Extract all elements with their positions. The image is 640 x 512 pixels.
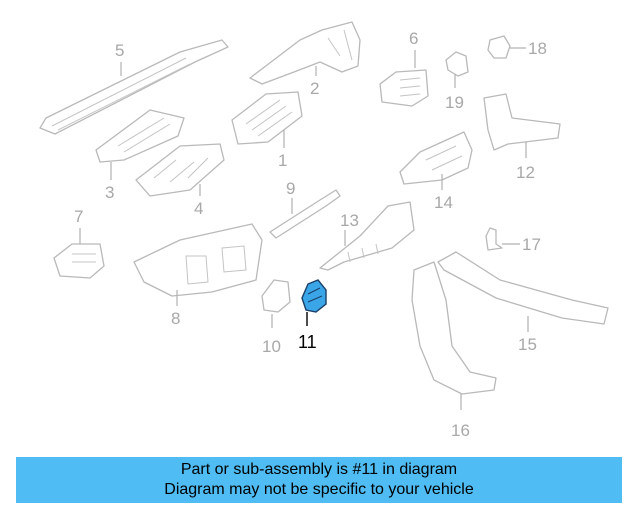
callout-16: 16 [451,421,470,440]
part-1-center-outlet[interactable] [231,91,303,145]
callout-4: 4 [194,199,203,218]
part-10-outlet[interactable] [261,279,291,313]
callout-13: 13 [340,211,359,230]
callout-3: 3 [105,183,114,202]
callout-9: 9 [286,179,295,198]
banner-line-1: Part or sub-assembly is #11 in diagram [180,461,458,478]
part-8-vent-panel[interactable] [133,223,263,297]
callout-15: 15 [518,335,537,354]
callout-11: 11 [298,332,317,352]
part-17-sensor[interactable] [485,227,503,251]
callout-18: 18 [528,39,547,58]
part-4-vent-assembly[interactable] [135,143,225,197]
callout-10: 10 [262,337,281,356]
part-7-side-vent[interactable] [53,243,105,279]
callout-2: 2 [310,79,319,98]
part-19-clip[interactable] [445,51,469,77]
part-9-tube[interactable] [269,189,341,239]
callout-17: 17 [522,235,541,254]
part-5-defroster-nozzle[interactable] [39,39,229,135]
part-15-rear-duct[interactable] [437,251,609,325]
callout-8: 8 [171,309,180,328]
banner-line-2: Diagram may not be specific to your vehi… [164,481,474,498]
part-2-defroster-duct[interactable] [249,21,361,85]
part-12-duct[interactable] [483,93,561,151]
part-16-floor-duct[interactable] [411,261,497,395]
part-14-duct[interactable] [399,131,473,185]
parts-diagram: 5 2 6 19 18 3 1 4 [39,21,609,440]
part-6-side-vent[interactable] [379,69,429,107]
callout-6: 6 [409,29,418,48]
callout-19: 19 [445,93,464,112]
callout-5: 5 [115,41,124,60]
part-18-sensor[interactable] [487,35,511,59]
part-13-duct[interactable] [319,201,415,271]
callout-12: 12 [516,163,535,182]
callout-1: 1 [278,151,287,170]
callout-14: 14 [434,193,453,212]
part-11-highlighted[interactable] [301,279,327,313]
part-3-center-vent[interactable] [95,109,185,163]
info-banner: Part or sub-assembly is #11 in diagram D… [16,457,622,503]
callout-7: 7 [74,207,83,226]
